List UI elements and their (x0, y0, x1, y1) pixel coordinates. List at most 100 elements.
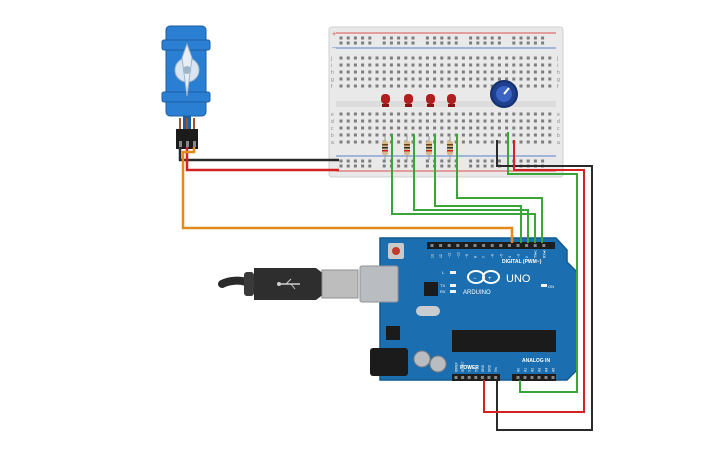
analog-header[interactable] (512, 374, 556, 381)
hole (339, 140, 343, 144)
power-pin[interactable] (461, 376, 465, 379)
hole (361, 119, 365, 123)
hole (476, 112, 480, 116)
resistor-icon[interactable] (404, 136, 410, 160)
wire-servo-signal[interactable] (181, 147, 514, 243)
hole (483, 84, 487, 88)
hole (353, 70, 357, 74)
digital-pin[interactable] (473, 244, 477, 247)
digital-pin[interactable] (499, 244, 503, 247)
wire-led4[interactable] (456, 134, 543, 243)
row-letter: f (331, 84, 333, 90)
hole (411, 77, 415, 81)
potentiometer-icon[interactable] (490, 80, 518, 108)
rail-hole (526, 41, 530, 45)
power-pin[interactable] (480, 376, 484, 379)
rail-hole (476, 159, 480, 163)
wire-servo-5v[interactable] (185, 147, 339, 172)
hole (440, 63, 444, 67)
hole (526, 63, 530, 67)
rail-hole (447, 36, 451, 40)
digital-pin[interactable] (533, 244, 537, 247)
digital-pin[interactable] (525, 244, 529, 247)
hole (505, 70, 509, 74)
analog-pin[interactable] (530, 376, 534, 379)
hole (404, 84, 408, 88)
wire-servo-gnd[interactable] (178, 147, 339, 162)
hole (526, 56, 530, 60)
digital-pin[interactable] (430, 244, 434, 247)
analog-pin[interactable] (537, 376, 541, 379)
hole (418, 126, 422, 130)
row-letter: d (557, 119, 560, 125)
hole (418, 140, 422, 144)
power-pin[interactable] (487, 376, 491, 379)
row-letter: h (331, 70, 334, 76)
digital-pin[interactable] (464, 244, 468, 247)
resistor-icon[interactable] (447, 136, 453, 160)
hole (411, 84, 415, 88)
hole (404, 126, 408, 130)
hole (533, 63, 537, 67)
power-jack[interactable] (370, 348, 408, 376)
hole (497, 126, 501, 130)
hole (461, 140, 465, 144)
wire-led1[interactable] (391, 134, 536, 243)
analog-pin[interactable] (516, 376, 520, 379)
servo-icon[interactable] (161, 25, 211, 149)
power-pin[interactable] (474, 376, 478, 379)
wire-led2[interactable] (413, 134, 529, 243)
hole (505, 126, 509, 130)
digital-pin[interactable] (439, 244, 443, 247)
hole (541, 112, 545, 116)
hole (533, 70, 537, 74)
usb-cable-icon[interactable] (218, 268, 359, 300)
analog-pin[interactable] (544, 376, 548, 379)
usb-port[interactable] (359, 265, 399, 303)
digital-pin[interactable] (516, 244, 520, 247)
digital-pin[interactable] (542, 244, 546, 247)
led-icon[interactable] (426, 94, 435, 107)
wire-led3[interactable] (434, 134, 522, 243)
analog-pin[interactable] (551, 376, 555, 379)
power-pin[interactable] (494, 376, 498, 379)
rail-hole (404, 41, 408, 45)
resistor-icon[interactable] (382, 136, 388, 160)
hole (497, 119, 501, 123)
rail-hole (497, 41, 501, 45)
digital-pin[interactable] (490, 244, 494, 247)
rail-hole (404, 159, 408, 163)
hole (411, 70, 415, 74)
hole (469, 126, 473, 130)
hole (389, 63, 393, 67)
power-pin[interactable] (467, 376, 471, 379)
arduino-uno-board[interactable]: − + ARDUINO UNO DIGITAL (PWM~) POWER ANA… (359, 237, 578, 381)
hole (411, 56, 415, 60)
power-pin[interactable] (454, 376, 458, 379)
hole (440, 77, 444, 81)
digital-pin[interactable] (507, 244, 511, 247)
led-icon[interactable] (447, 94, 456, 107)
analog-pin[interactable] (523, 376, 527, 379)
hole (490, 119, 494, 123)
rail-hole (541, 41, 545, 45)
analog-pin-label: A0 (517, 368, 521, 372)
hole (497, 140, 501, 144)
led-icon[interactable] (404, 94, 413, 107)
digital-pin[interactable] (456, 244, 460, 247)
rail-hole (519, 159, 523, 163)
rail-plus-label: + (332, 30, 336, 38)
hole (411, 63, 415, 67)
hole (375, 63, 379, 67)
hole (519, 126, 523, 130)
board-model: UNO (506, 273, 531, 285)
digital-pin[interactable] (447, 244, 451, 247)
resistor-icon[interactable] (426, 136, 432, 160)
hole (469, 77, 473, 81)
led-icon[interactable] (381, 94, 390, 107)
digital-pin[interactable] (482, 244, 486, 247)
hole (476, 133, 480, 137)
hole (389, 119, 393, 123)
